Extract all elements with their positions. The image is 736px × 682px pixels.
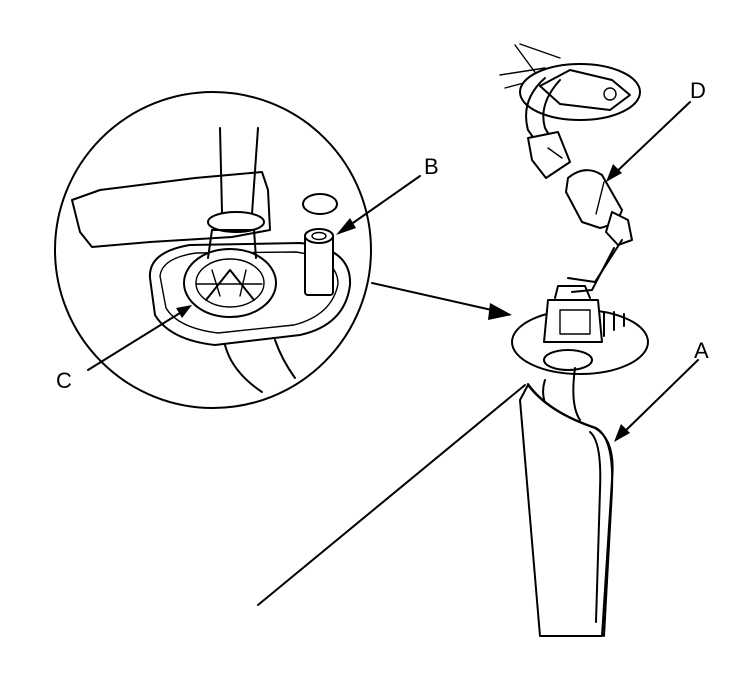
callout-label-c: C <box>56 368 72 393</box>
callout-label-b: B <box>424 154 439 179</box>
fuel-filler-assembly <box>257 43 649 637</box>
detail-pointer-arrow <box>371 282 512 320</box>
callout-label-d: D <box>690 78 706 103</box>
detail-magnifier <box>54 91 372 409</box>
callout-label-a: A <box>694 338 709 363</box>
leader-lines <box>87 101 699 442</box>
